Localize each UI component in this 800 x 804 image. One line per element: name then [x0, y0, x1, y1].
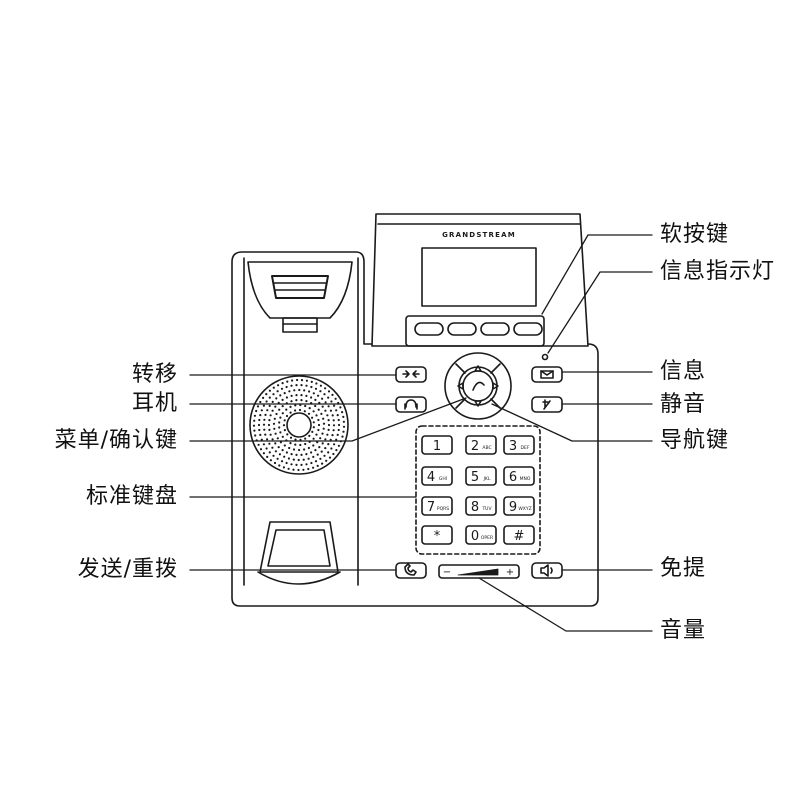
label-navigation: 导航键	[660, 428, 730, 453]
keypad-key-digit: *	[434, 529, 441, 544]
label-keypad: 标准键盘	[85, 484, 178, 509]
keypad-key-digit: 3	[509, 439, 517, 454]
nav-left-icon[interactable]	[457, 382, 464, 390]
transfer-icon	[402, 370, 420, 378]
softkey-3[interactable]	[480, 322, 510, 336]
message-indicator-led	[541, 353, 549, 361]
label-mute: 静音	[660, 392, 707, 417]
label-transfer: 转移	[131, 362, 178, 387]
volume-minus[interactable]: −	[443, 567, 451, 578]
hook-switch	[247, 261, 353, 333]
headset-icon	[404, 399, 418, 410]
headset-button[interactable]	[395, 396, 427, 413]
keypad-key-letters: MNO	[520, 476, 531, 482]
keypad-frame	[415, 425, 541, 555]
keypad-key-digit: 5	[471, 470, 479, 485]
callout-volume	[478, 577, 653, 632]
keypad-key[interactable]: 4 GHI	[421, 466, 453, 486]
keypad-key[interactable]: 1	[421, 435, 453, 455]
keypad-key-digit: 4	[427, 470, 435, 485]
keypad-key-digit: 2	[471, 439, 479, 454]
display-tower: GRANDSTREAM	[371, 213, 589, 347]
send-redial-button[interactable]	[395, 562, 427, 579]
volume-wedge	[457, 568, 499, 576]
speaker-button[interactable]	[531, 562, 563, 579]
label-speaker: 免提	[660, 556, 707, 581]
label-send-redial: 发送/重拨	[77, 557, 178, 582]
callout-nav	[491, 403, 653, 442]
volume-plus[interactable]: +	[506, 567, 514, 578]
envelope-icon	[540, 370, 554, 379]
label-headset: 耳机	[131, 391, 178, 416]
lcd-screen	[421, 247, 537, 307]
callout-menu-ok	[189, 397, 467, 442]
nav-up-icon[interactable]	[474, 365, 482, 372]
label-softkeys: 软按键	[660, 222, 730, 247]
keypad-key-letters: DEF	[521, 445, 530, 451]
keypad-key-letters: WXYZ	[518, 506, 531, 512]
keypad-key-digit: 1	[433, 439, 441, 454]
label-msg-indicator: 信息指示灯	[660, 259, 776, 284]
menu-ok-icon	[472, 381, 485, 391]
nav-right-icon[interactable]	[492, 382, 499, 390]
callout-lines	[189, 234, 653, 632]
label-message: 信息	[660, 359, 707, 384]
keypad-key-digit: 9	[509, 500, 517, 515]
mute-button[interactable]	[531, 396, 563, 413]
message-button[interactable]	[531, 366, 563, 383]
phone-body	[231, 251, 599, 607]
navigation-keys[interactable]	[444, 352, 512, 420]
speaker-icon	[540, 564, 553, 577]
softkey-1[interactable]	[414, 322, 444, 336]
softkey-2[interactable]	[447, 322, 477, 336]
keypad-key-letters: OPER	[481, 535, 493, 541]
keypad-key-digit: 6	[509, 470, 517, 485]
keypad-key[interactable]: 5 JKL	[465, 466, 497, 486]
handset-rest	[257, 521, 341, 585]
handset-icon	[404, 563, 417, 576]
mute-mic-icon	[542, 399, 551, 410]
keypad-key-digit: #	[514, 529, 525, 544]
keypad-key-letters: PQRS	[437, 506, 449, 512]
keypad-key-digit: 8	[471, 500, 479, 515]
label-menu-ok: 菜单/确认键	[54, 428, 178, 453]
keypad-key[interactable]: *	[421, 525, 453, 545]
brand-logo: GRANDSTREAM	[442, 231, 516, 239]
keypad-key-digit: 0	[471, 529, 479, 544]
keypad-key[interactable]: 3 DEF	[503, 435, 535, 455]
speaker-grill	[249, 375, 349, 475]
keypad-key-letters: ABC	[482, 445, 491, 451]
keypad-key-digit: 7	[427, 500, 435, 515]
volume-bar[interactable]: − +	[438, 564, 520, 579]
keypad-key[interactable]: #	[503, 525, 535, 545]
keypad-key-letters: TUV	[481, 506, 492, 512]
keypad-key-letters: GHI	[439, 476, 447, 482]
softkeys[interactable]	[414, 322, 543, 336]
keypad-key-letters: JKL	[483, 476, 491, 482]
transfer-button[interactable]	[395, 366, 427, 383]
callout-indicator	[547, 271, 653, 354]
label-volume: 音量	[660, 618, 707, 643]
nav-down-icon[interactable]	[474, 400, 482, 407]
softkey-4[interactable]	[513, 322, 543, 336]
callout-softkeys	[541, 234, 653, 315]
